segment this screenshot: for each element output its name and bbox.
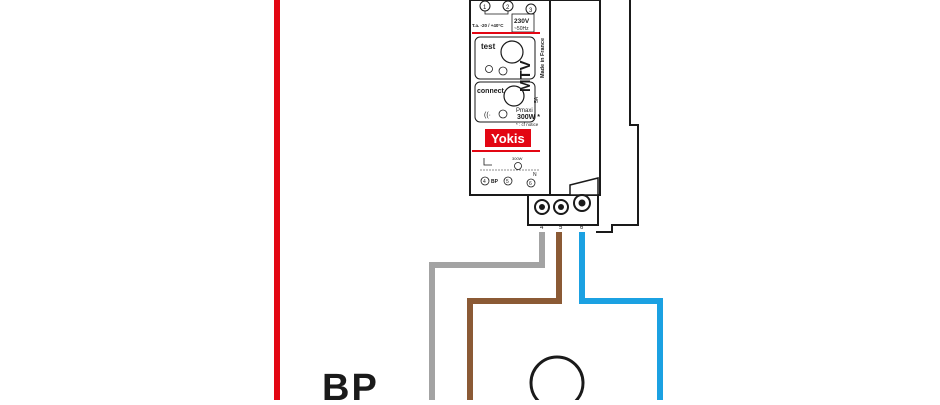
schematic-terminal-4: 4 <box>483 179 486 185</box>
lightbulb-icon <box>485 65 493 73</box>
brand-logo: Yokis <box>491 131 525 146</box>
yokis-logo-badge <box>485 129 531 147</box>
fuse-rating: 5A <box>534 96 540 103</box>
schematic-switch-line <box>483 158 492 166</box>
terminal-screw-5-head <box>558 204 564 210</box>
terminal-block-top <box>569 177 599 196</box>
supply-frequency: ~50Hz <box>514 26 529 32</box>
schematic-terminal-4-icon <box>480 176 490 186</box>
notice-text: * : cf notice <box>516 122 539 127</box>
terminal-screw-4-head <box>539 204 545 210</box>
schematic-neutral: N <box>533 172 537 178</box>
module-front-content: 1 2 3 230V ~50Hz T.a. -20 / +40°C test c… <box>472 0 546 188</box>
brown-wire <box>467 232 562 400</box>
blue-wire <box>579 232 663 400</box>
terminal-screw-6-head <box>578 199 586 207</box>
schematic-terminal-5-icon <box>503 176 513 186</box>
model-name: MTV <box>517 60 534 92</box>
made-in-france: Made in France <box>540 38 546 78</box>
top-terminal-3: 3 <box>529 8 533 14</box>
test-label: test <box>481 42 496 51</box>
supply-voltage: 230V <box>514 18 530 25</box>
top-terminal-1: 1 <box>483 5 487 11</box>
temperature-rating: T.a. -20 / +40°C <box>472 23 504 28</box>
terminal-label-4: 4 <box>540 225 544 231</box>
terminal-label-5: 5 <box>559 225 563 231</box>
schematic-terminal-6: 6 <box>529 181 532 187</box>
power-label: Pmaxi : <box>516 108 536 114</box>
radio-wave-icon: ((· <box>484 112 491 119</box>
schematic-terminal-6-icon <box>526 178 536 188</box>
power-value: 300W * <box>517 114 540 121</box>
module-side-outline <box>596 0 639 233</box>
module-side-face <box>549 0 601 196</box>
terminal-screws: 4 5 6 <box>534 194 591 231</box>
schematic-bp: BP <box>491 179 499 185</box>
schematic-power: 300W <box>512 156 523 161</box>
schematic-terminal-5: 5 <box>506 179 509 185</box>
schematic-lamp-icon <box>514 162 522 170</box>
top-terminal-2: 2 <box>506 5 510 11</box>
connect-label: connect <box>477 88 505 95</box>
push-button-icon <box>529 355 585 405</box>
test-led-icon <box>498 66 508 76</box>
test-button[interactable] <box>500 40 524 64</box>
connect-led-icon <box>498 109 508 119</box>
grey-wire <box>429 232 545 400</box>
terminal-label-6: 6 <box>580 225 584 231</box>
connect-button[interactable] <box>503 85 525 107</box>
top-terminal-link <box>484 11 509 15</box>
push-button-label: BP <box>322 367 379 400</box>
